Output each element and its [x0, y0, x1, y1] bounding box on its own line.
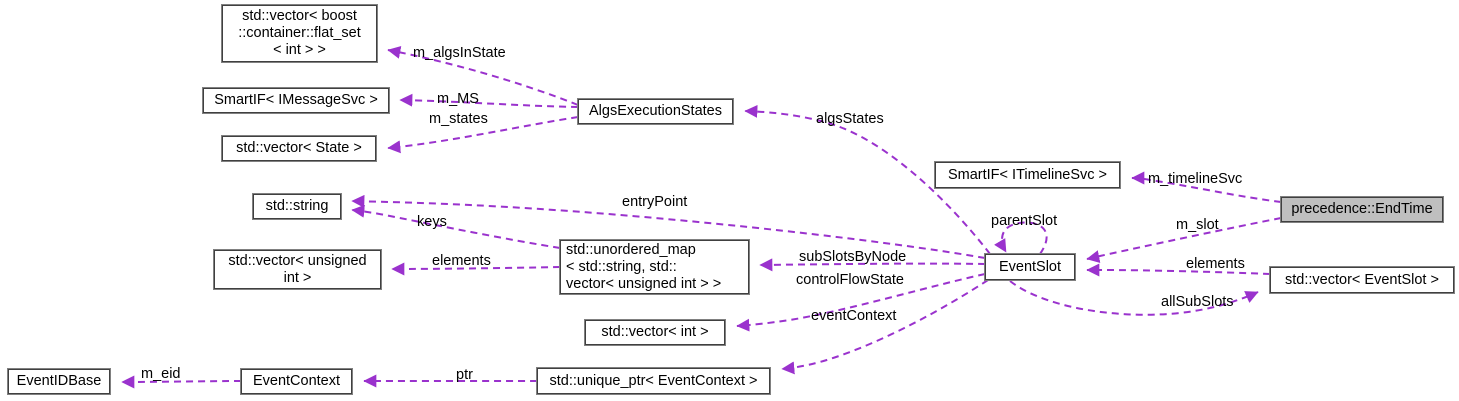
edge-eventslot-to-string — [351, 194, 986, 259]
edge-label-m_eid: m_eid — [141, 366, 181, 382]
edge-algs-to-msgsvc — [399, 93, 579, 108]
edge-label-controlFlowState: controlFlowState — [796, 272, 904, 288]
edge-eventslot-self — [994, 221, 1048, 255]
node-label: std::unique_ptr< EventContext > — [549, 372, 758, 389]
edge-label-m_timelineSvc: m_timelineSvc — [1148, 171, 1243, 187]
node-label: std::vector< EventSlot > — [1285, 271, 1439, 288]
node-label: std::vector< int > — [601, 324, 709, 340]
edge-label-elements-left: elements — [432, 253, 491, 269]
edge-eventslot-to-uptr — [781, 279, 989, 375]
node-label: std::vector< State > — [236, 140, 362, 156]
edge-ctx-to-idbase — [121, 375, 242, 389]
edge-label-entryPoint: entryPoint — [622, 194, 688, 210]
edge-label-allSubSlots: allSubSlots — [1161, 294, 1234, 310]
edge-endtime-to-timeline — [1131, 171, 1282, 203]
edge-label-elements-right: elements — [1186, 256, 1245, 272]
edge-label-parentSlot: parentSlot — [991, 213, 1058, 229]
edge-map-to-uint — [391, 262, 561, 276]
node-label: SmartIF< ITimelineSvc > — [947, 166, 1107, 183]
edge-label-algsStates: algsStates — [816, 111, 884, 127]
edge-label-keys: keys — [417, 214, 447, 230]
node-label: std::vector< boost ::container::flat_set… — [238, 8, 361, 58]
edge-eventslot-to-map — [759, 258, 986, 272]
edge-label-m_algsInState: m_algsInState — [413, 45, 506, 61]
node-label: precedence::EndTime — [1291, 201, 1433, 217]
edge-label-ptr: ptr — [456, 367, 473, 383]
edge-eventslot-to-int — [736, 273, 986, 332]
edge-label-subSlotsByNode: subSlotsByNode — [799, 249, 907, 265]
node-unique-ptr-eventcontext[interactable]: std::unique_ptr< EventContext > — [536, 367, 771, 395]
edge-eventslot-to-algs — [744, 104, 991, 255]
node-label: EventIDBase — [16, 373, 102, 389]
node-eventslot[interactable]: EventSlot — [984, 253, 1076, 281]
node-smartif-imessagesvc[interactable]: SmartIF< IMessageSvc > — [202, 87, 390, 114]
edge-eventslot-to-vecslot — [1009, 280, 1259, 316]
node-eventcontext[interactable]: EventContext — [240, 368, 353, 395]
node-vector-state[interactable]: std::vector< State > — [221, 135, 377, 162]
edge-label-m_MS: m_MS — [437, 91, 479, 107]
node-vector-unsigned-int[interactable]: std::vector< unsigned int > — [213, 249, 382, 290]
edge-endtime-to-eventslot — [1086, 217, 1282, 263]
node-smartif-itimelinesvc[interactable]: SmartIF< ITimelineSvc > — [934, 161, 1121, 189]
node-label: SmartIF< IMessageSvc > — [214, 92, 378, 108]
edge-algs-to-flatset — [387, 45, 579, 106]
edge-label-m_slot: m_slot — [1176, 217, 1219, 233]
node-label: EventSlot — [998, 258, 1062, 275]
node-vector-eventslot[interactable]: std::vector< EventSlot > — [1269, 266, 1455, 294]
edge-vecslot-to-eventslot — [1086, 263, 1271, 277]
node-label: AlgsExecutionStates — [589, 103, 722, 119]
node-label: std::vector< unsigned int > — [228, 252, 367, 286]
node-unordered-map[interactable]: std::unordered_map < std::string, std:: … — [559, 239, 750, 295]
node-vector-int[interactable]: std::vector< int > — [584, 319, 726, 346]
node-algsexecutionstates[interactable]: AlgsExecutionStates — [577, 98, 734, 125]
node-std-string[interactable]: std::string — [252, 193, 342, 220]
node-vector-flatset[interactable]: std::vector< boost ::container::flat_set… — [221, 4, 378, 63]
node-label: std::unordered_map < std::string, std:: … — [566, 241, 722, 292]
node-label: std::string — [265, 198, 329, 214]
edge-algs-to-state — [387, 116, 579, 154]
node-precedence-endtime[interactable]: precedence::EndTime — [1280, 196, 1444, 223]
edge-map-to-string — [351, 204, 561, 249]
node-label: EventContext — [252, 373, 341, 389]
edge-label-m_states: m_states — [429, 111, 488, 127]
node-eventidbase[interactable]: EventIDBase — [7, 368, 111, 395]
edge-label-eventContext: eventContext — [811, 308, 897, 324]
